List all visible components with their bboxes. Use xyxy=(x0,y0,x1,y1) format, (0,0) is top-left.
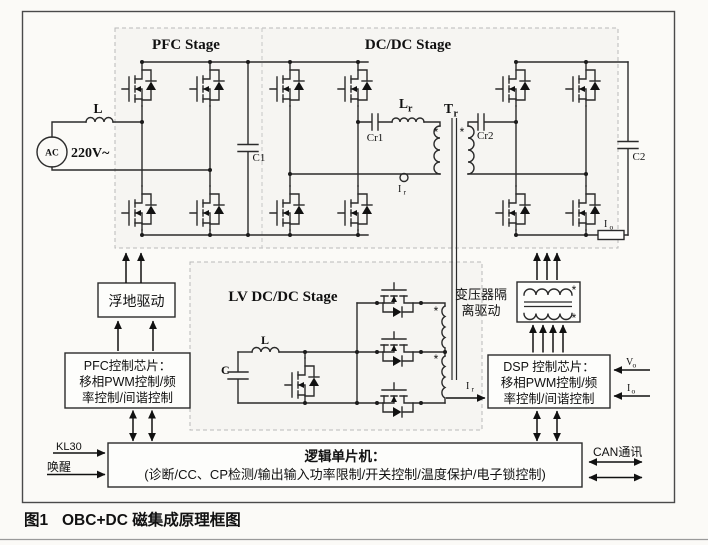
ir-dsp-label-sub: r xyxy=(472,385,475,394)
dcdc-stage-title: DC/DC Stage xyxy=(365,37,452,53)
logic-mcu-line1: 逻辑单片机： xyxy=(305,448,386,464)
wake-label: 唤醒 xyxy=(47,460,71,474)
ir-probe-label-sub: r xyxy=(404,188,407,197)
pfc-chip-line1: PFC控制芯片： xyxy=(84,359,172,373)
lr-label: L xyxy=(399,96,408,111)
lv-capacitor-icon xyxy=(227,351,249,404)
logic-mcu-line2: (诊断/CC、CP检测/输出输入功率限制/开关控制/温度保护/电子锁控制) xyxy=(144,467,546,482)
signal-arrows: I r V o I o KL30 唤醒 CAN通讯 xyxy=(47,252,650,482)
pfc-chip-line2: 移相PWM控制/频 xyxy=(79,375,176,389)
caption-number: 图1 xyxy=(24,511,49,529)
xfmr-drive-bottom-winding-icon xyxy=(523,312,573,321)
lv-winding-a-dot-mark: * xyxy=(434,304,439,318)
io-shunt-label-sub: o xyxy=(610,223,614,232)
xfmr-drive-core-icon xyxy=(524,301,572,308)
io-dsp-label: I xyxy=(627,383,630,394)
stage-boxes xyxy=(114,27,619,431)
junction-dots xyxy=(140,60,588,405)
tr-label: T xyxy=(444,101,453,116)
dsp-chip-block xyxy=(487,354,611,409)
cr2-capacitor-icon xyxy=(467,113,517,131)
lv-capacitor-label: C xyxy=(221,363,230,377)
lv-stage-box xyxy=(189,261,483,431)
xfmr-drive-label-line1: 变压器隔 xyxy=(455,287,507,302)
io-shunt-icon xyxy=(597,229,625,241)
io-shunt-label: I xyxy=(604,219,607,230)
lv-stage-title: LV DC/DC Stage xyxy=(228,289,338,305)
cr1-capacitor-icon xyxy=(357,113,393,131)
pfc-inductor-icon xyxy=(85,116,114,123)
io-dsp-label-sub: o xyxy=(632,387,636,396)
xfmr-drive-label-line2: 离驱动 xyxy=(461,303,500,318)
tr-secondary-winding-icon xyxy=(467,125,475,175)
control-blocks: 浮地驱动 PFC控制芯片： 移相PWM控制/频 率控制/间谐控制 * * 变压器… xyxy=(64,281,611,488)
lv-winding-b-icon xyxy=(441,355,447,404)
pfc-inductor-label: L xyxy=(93,101,102,116)
lr-inductor-icon xyxy=(391,117,425,123)
dsp-chip-line2: 移相PWM控制/频 xyxy=(501,376,598,390)
kl30-label: KL30 xyxy=(56,441,82,453)
lv-inductor-label: L xyxy=(261,333,269,347)
tr-primary-winding-icon xyxy=(433,125,441,175)
pfc-chip-block xyxy=(64,352,191,409)
pfc-chip-line3: 率控制/间谐控制 xyxy=(82,390,173,405)
dcdc-circuit: Cr1 L r T r * * I r Cr2 C2 I o xyxy=(269,61,646,380)
outer-border xyxy=(21,10,676,504)
ac-voltage-label: 220V~ xyxy=(71,146,110,161)
cr2-label: Cr2 xyxy=(477,130,494,142)
vo-label: V xyxy=(626,357,634,368)
dsp-chip-line1: DSP 控制芯片： xyxy=(503,360,594,374)
lr-label-sub: r xyxy=(408,104,413,115)
pfc-circuit: AC 220V~ L C1 xyxy=(36,61,369,236)
hv-stage-box xyxy=(114,27,619,249)
lv-winding-b-dot-mark: * xyxy=(434,352,439,366)
primary-dot-mark: * xyxy=(434,125,439,139)
pfc-stage-title: PFC Stage xyxy=(152,37,220,53)
ir-dsp-label: I xyxy=(466,381,469,392)
secondary-dot-mark: * xyxy=(460,125,465,139)
c1-capacitor-icon xyxy=(237,61,259,236)
lv-inductor-icon xyxy=(251,346,280,353)
ir-probe-icon xyxy=(399,172,409,183)
xfmr-drive-top-winding-icon xyxy=(523,288,573,296)
can-label: CAN通讯 xyxy=(593,445,642,459)
vo-label-sub: o xyxy=(633,361,637,370)
xfmr-bottom-dot-mark: * xyxy=(572,311,577,325)
ir-probe-label: I xyxy=(398,184,401,195)
c1-label: C1 xyxy=(253,152,266,164)
c2-capacitor-icon xyxy=(617,61,639,236)
logic-mcu-block xyxy=(107,442,583,488)
dsp-chip-line3: 率控制/间谐控制 xyxy=(504,391,595,406)
floating-drive-block xyxy=(97,282,176,318)
floating-drive-label: 浮地驱动 xyxy=(109,293,165,309)
ac-source-label: AC xyxy=(45,149,59,159)
c2-label: C2 xyxy=(633,151,646,163)
caption-title: OBC+DC 磁集成原理框图 xyxy=(62,510,241,529)
lv-circuit: C L * * xyxy=(221,282,447,418)
tr-core-icon xyxy=(451,118,458,380)
cr1-label: Cr1 xyxy=(367,132,384,144)
xfmr-top-dot-mark: * xyxy=(572,283,577,297)
tr-label-sub: r xyxy=(454,109,459,120)
